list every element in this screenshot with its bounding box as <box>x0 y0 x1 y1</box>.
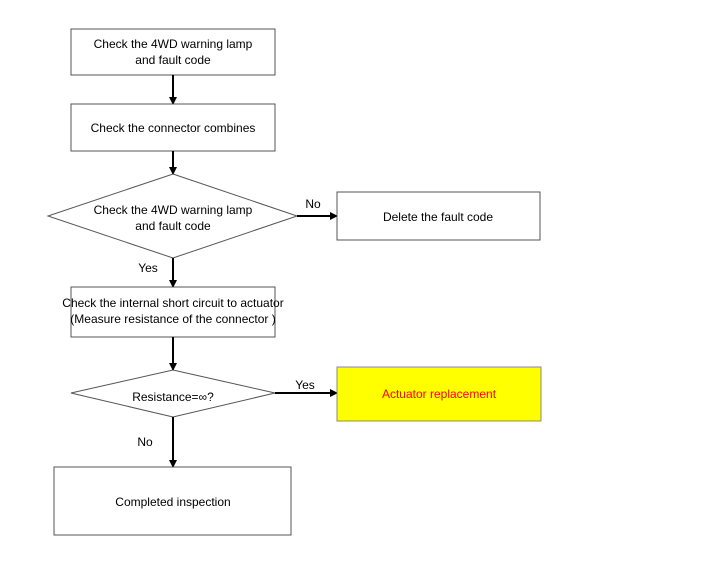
node-text: Check the 4WD warning lamp <box>94 203 253 217</box>
node-text: Check the 4WD warning lamp <box>94 37 253 51</box>
warning-lamp-decision: Check the 4WD warning lamp and fault cod… <box>46 173 299 259</box>
check-connector-box: Check the connector combines <box>70 103 276 152</box>
node-text: (Measure resistance of the connector ) <box>70 312 275 326</box>
check-warning-lamp-box: Check the 4WD warning lamp and fault cod… <box>70 28 276 76</box>
completed-inspection-box: Completed inspection <box>53 466 292 536</box>
check-short-circuit-box: Check the internal short circuit to actu… <box>62 286 284 338</box>
delete-fault-code-box: Delete the fault code <box>336 191 541 241</box>
edge-label-yes: Yes <box>295 378 315 392</box>
node-text: Check the internal short circuit to actu… <box>62 296 283 310</box>
resistance-decision: Resistance=∞? <box>70 369 276 418</box>
node-text: Completed inspection <box>115 495 230 509</box>
actuator-replacement-box: Actuator replacement <box>336 366 542 422</box>
node-text: Delete the fault code <box>383 210 493 224</box>
edge-label-no: No <box>137 435 153 449</box>
node-text: and fault code <box>135 53 211 67</box>
node-text: Resistance=∞? <box>132 390 214 404</box>
node-text: Check the connector combines <box>91 121 256 135</box>
edge-label-yes: Yes <box>138 261 158 275</box>
node-text: and fault code <box>135 219 211 233</box>
edge-label-no: No <box>305 197 321 211</box>
node-text: Actuator replacement <box>382 387 497 401</box>
